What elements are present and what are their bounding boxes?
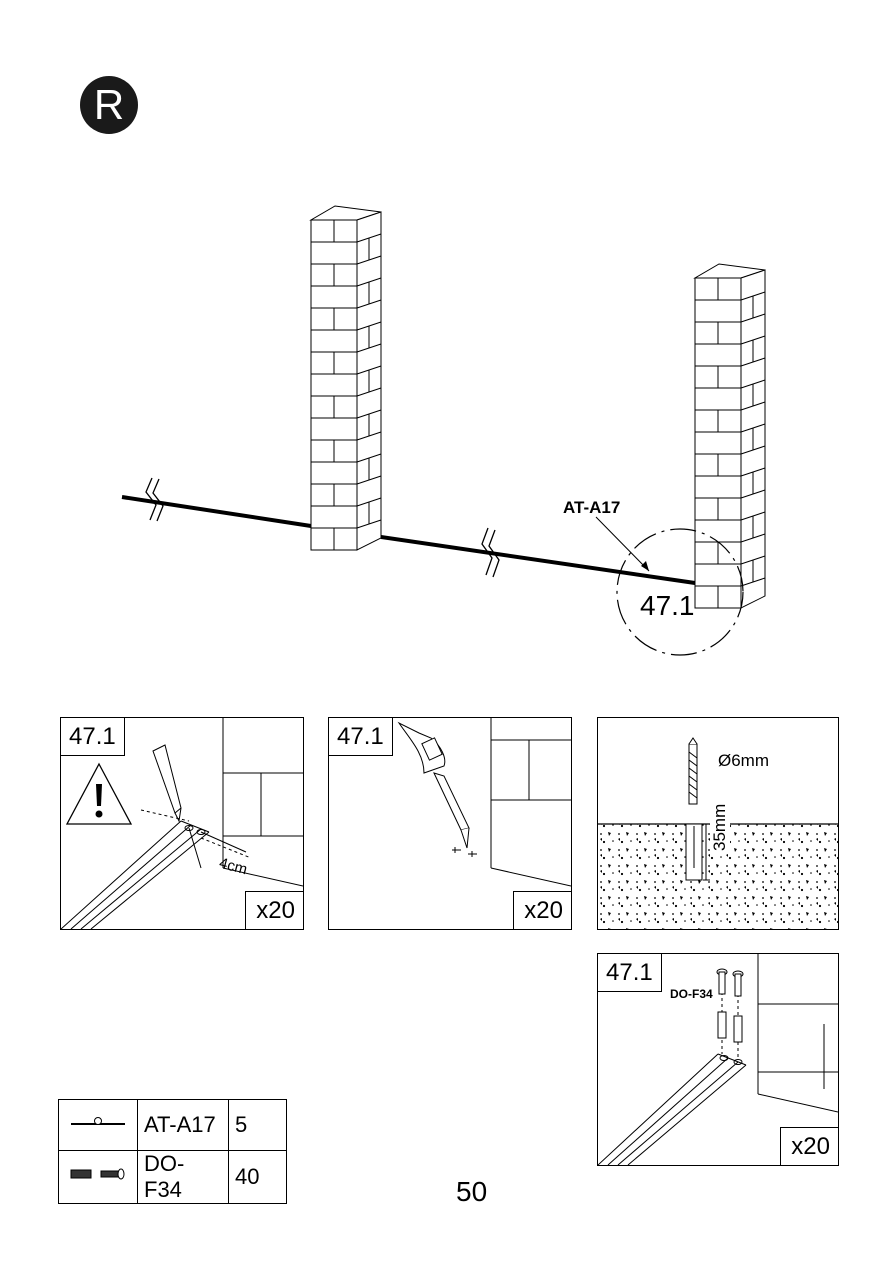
- quantity-label: x20: [780, 1127, 838, 1165]
- part-count: 40: [228, 1150, 287, 1204]
- panel-anchors: 47.1 DO-F34 x20: [597, 953, 839, 1166]
- part-code: DO-F34: [137, 1150, 229, 1204]
- page-number: 50: [456, 1176, 488, 1207]
- break-marks: [145, 477, 500, 578]
- panel-drill: 47.1 x20: [328, 717, 572, 930]
- part-count: 5: [228, 1099, 287, 1151]
- parts-list: AT-A17 5 DO-F34 40: [58, 1099, 287, 1204]
- section-badge: R: [80, 76, 138, 134]
- anchor-screw-icon: [716, 968, 744, 1043]
- part-code: AT-A17: [137, 1099, 229, 1151]
- parts-row: DO-F34 40: [58, 1150, 287, 1204]
- parts-row: AT-A17 5: [58, 1099, 287, 1151]
- diameter-label: Ø6mm: [718, 751, 769, 770]
- step-label: 47.1: [329, 718, 393, 756]
- panel-drill-depth: Ø6mm 35mm: [597, 717, 839, 930]
- detail-circle: [616, 528, 744, 656]
- anchor-screw-icon: [58, 1150, 138, 1204]
- brick-pillar-left: [309, 205, 382, 551]
- rail-icon: [58, 1099, 138, 1151]
- step-label: 47.1: [61, 718, 125, 756]
- warning-icon: [65, 762, 133, 825]
- quantity-label: x20: [245, 891, 303, 929]
- quantity-label: x20: [513, 891, 571, 929]
- rail-part-label: AT-A17: [563, 498, 621, 517]
- panel-mark-holes: 47.1 4cm x20: [60, 717, 304, 930]
- drill-bit-icon: [688, 737, 698, 805]
- brick-pillar-right: [693, 263, 766, 609]
- step-label: 47.1: [598, 954, 662, 992]
- detail-step-label: 47.1: [640, 590, 695, 621]
- anchor-part-label: DO-F34: [670, 987, 713, 1001]
- drill-icon: [397, 721, 470, 849]
- overview-illustration: [121, 205, 766, 656]
- depth-label: 35mm: [710, 801, 730, 853]
